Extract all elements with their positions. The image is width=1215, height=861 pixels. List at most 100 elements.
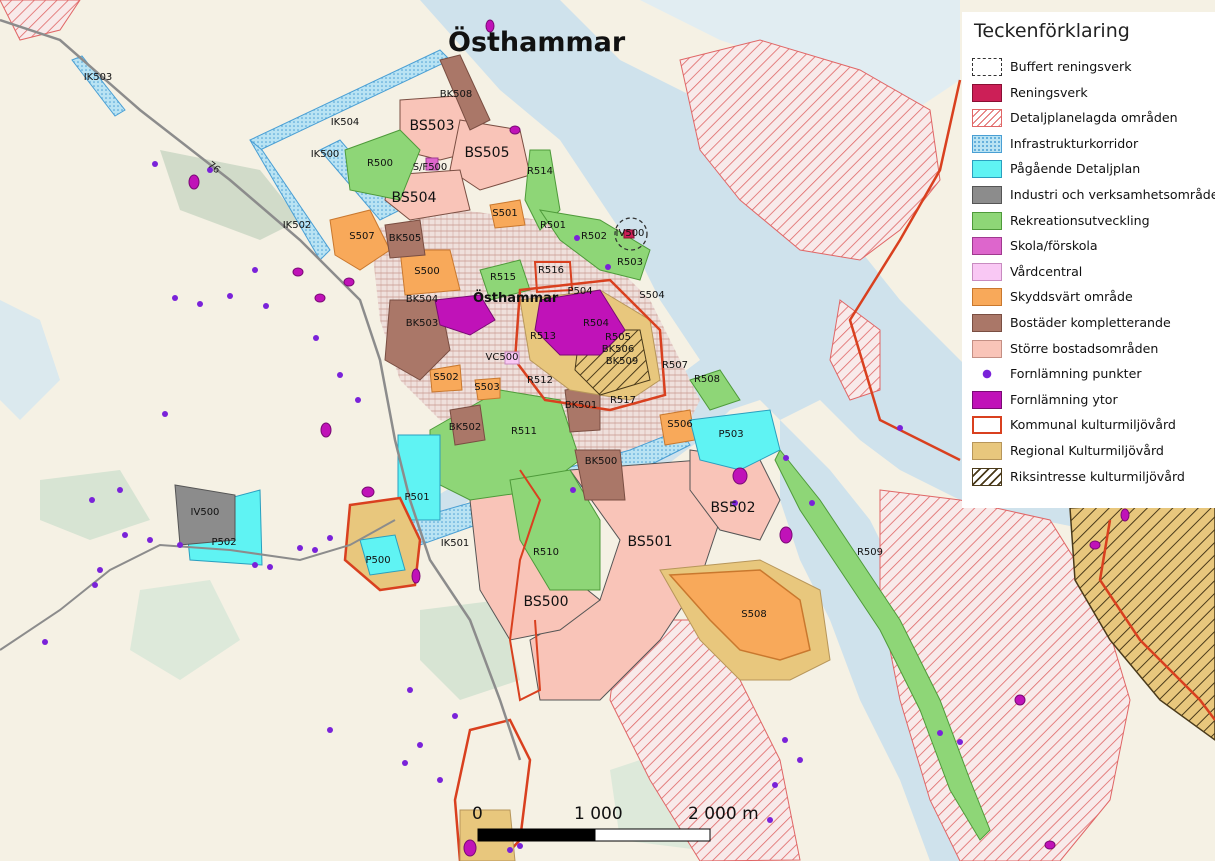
forest-patch — [40, 470, 150, 540]
bostader-bk508 — [439, 54, 491, 131]
detaljplan-p503 — [689, 409, 781, 471]
bostader-bk505 — [384, 219, 426, 259]
reningsverk — [623, 229, 635, 239]
legend-item: Pågående Detaljplan — [972, 158, 1215, 182]
legend-label: Kommunal kulturmiljövård — [1010, 417, 1176, 433]
skyddsvart-s502 — [429, 364, 463, 393]
area-label: R504 — [583, 318, 609, 329]
area-label: BK509 — [606, 356, 639, 367]
area-label: P501 — [404, 492, 429, 503]
legend-symbol — [972, 109, 1002, 128]
legend-label: Buffert reningsverk — [1010, 59, 1132, 74]
rekreation-r502 — [538, 209, 651, 281]
area-label: BS502 — [711, 500, 756, 516]
legend-symbol — [972, 314, 1002, 332]
legend-label: Detaljplanelagda områden — [1010, 110, 1178, 126]
scalebar-tick-1: 1 000 — [574, 804, 623, 824]
area-label: R502 — [581, 231, 607, 242]
detaljplan-area — [679, 39, 941, 261]
legend-symbol — [972, 262, 1002, 281]
area-label: P502 — [211, 537, 236, 548]
forest-patch — [130, 580, 240, 680]
rekreation-r510 — [509, 469, 601, 591]
legend-item: Industri och verksamhetsområden — [972, 184, 1215, 208]
skyddsvart-s500 — [399, 249, 461, 296]
legend-item: Regional Kulturmiljövård — [972, 440, 1215, 464]
area-label: S506 — [667, 419, 692, 430]
area-label: BK503 — [406, 318, 439, 329]
area-label: R505 — [605, 332, 631, 343]
area-label: BK501 — [565, 400, 598, 411]
legend-item: Vårdcentral — [972, 261, 1215, 285]
area-label: BS504 — [392, 190, 437, 206]
road-76 — [0, 18, 522, 761]
kommunal-kultur-p500 — [343, 496, 422, 592]
road-west — [0, 519, 396, 651]
area-labels: IK503IK504IK500IK502IK501BK508BS503BS505… — [84, 72, 883, 620]
area-label: R513 — [530, 331, 556, 342]
area-label: S504 — [639, 290, 664, 301]
legend-symbol — [972, 160, 1002, 179]
legend-item: Större bostadsområden — [972, 338, 1215, 362]
legend-label: Skyddsvärt område — [1010, 289, 1133, 305]
legend-symbol — [972, 339, 1002, 358]
area-label: R516 — [538, 265, 564, 276]
area-label: BS500 — [524, 594, 569, 610]
area-label: S501 — [492, 208, 517, 219]
area-label: S507 — [349, 231, 374, 242]
skyddsvart-s508 — [668, 569, 811, 661]
legend-item: Rekreationsutveckling — [972, 210, 1215, 234]
legend-symbol — [972, 83, 1002, 102]
scalebar: 0 1 000 2 000 m — [472, 804, 759, 842]
area-label: P503 — [718, 429, 743, 440]
legend-label: Fornlämning ytor — [1010, 391, 1118, 407]
legend-symbol — [972, 134, 1002, 153]
scalebar-black — [477, 828, 596, 842]
legend-item: Infrastrukturkorridor — [972, 133, 1215, 157]
area-label: R515 — [490, 272, 516, 283]
legend-symbol — [972, 288, 1002, 307]
legend-label: Skola/förskola — [1010, 238, 1098, 254]
forest-patch — [420, 600, 520, 700]
legend-item: Reningsverk — [972, 82, 1215, 106]
area-label: BS501 — [628, 534, 673, 550]
kommunal-kultur-se — [1098, 519, 1215, 721]
legend-item: Riksintresse kulturmiljövård — [972, 466, 1215, 490]
legend-symbol — [972, 211, 1002, 230]
rekreation-r500 — [344, 129, 421, 201]
legend-item: Skyddsvärt område — [972, 286, 1215, 310]
legend-label: Industri och verksamhetsområden — [1010, 187, 1215, 202]
area-label: S508 — [741, 609, 766, 620]
legend-symbol — [972, 390, 1002, 409]
area-label: IK500 — [311, 149, 340, 160]
fornlamning-p504 — [534, 289, 626, 356]
area-label: P500 — [365, 555, 390, 566]
skyddsvart-s501 — [489, 199, 526, 229]
skola-sf500 — [425, 157, 439, 171]
rekreation-r509 — [774, 449, 991, 841]
area-label: R517 — [610, 395, 636, 406]
fornlamning-centre-west — [434, 294, 496, 336]
legend-symbol — [972, 467, 1002, 486]
area-label: IK501 — [441, 538, 470, 549]
area-label: IK502 — [283, 220, 312, 231]
legend-symbol — [972, 186, 1002, 204]
legend-label: Större bostadsområden — [1010, 340, 1159, 356]
area-label: BK506 — [602, 344, 635, 355]
area-label: VC500 — [486, 352, 519, 363]
legend-symbol — [972, 442, 1002, 460]
scalebar-white — [594, 828, 711, 842]
area-label: IV500 — [616, 228, 645, 239]
area-label: R514 — [527, 166, 553, 177]
detaljplan-p500 — [359, 534, 406, 576]
legend-label: Pågående Detaljplan — [1010, 161, 1141, 177]
scalebar-tick-2: 2 000 m — [688, 804, 759, 824]
area-label: IK503 — [84, 72, 113, 83]
legend-item: Skola/förskola — [972, 235, 1215, 259]
buffert-reningsverk — [614, 217, 648, 251]
legend-label: Regional Kulturmiljövård — [1010, 443, 1164, 458]
legend-symbol — [972, 365, 1002, 384]
area-label: R503 — [617, 257, 643, 268]
scalebar-tick-0: 0 — [472, 804, 483, 824]
